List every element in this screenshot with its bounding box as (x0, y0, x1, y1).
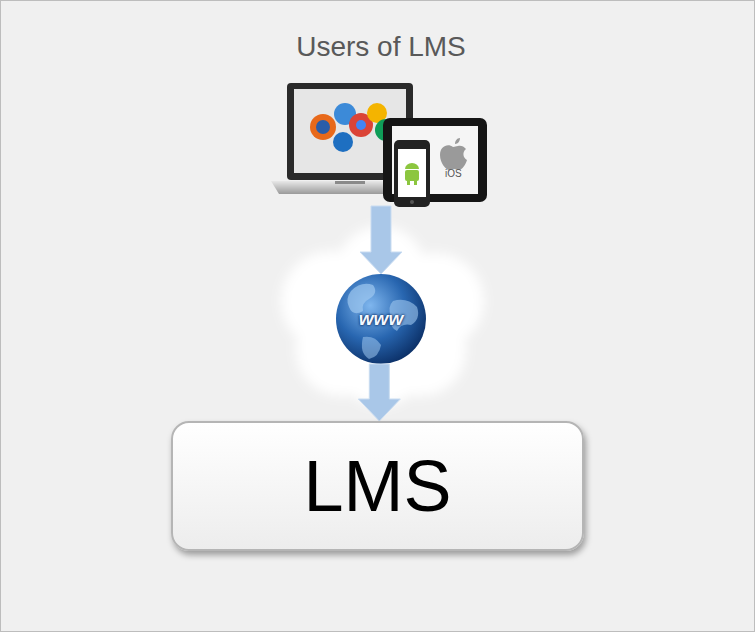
globe-node: www (336, 274, 426, 364)
flow-arrow (358, 364, 400, 421)
box-label: LMS (303, 445, 451, 527)
users-group: Users of LMS (258, 31, 504, 206)
process-box: LMS (171, 421, 584, 551)
flow-arrow (360, 206, 402, 274)
heading-text: Users of LMS (258, 31, 504, 63)
tablet-icon (383, 118, 487, 202)
os-label: iOS (445, 168, 462, 179)
phone-icon (394, 140, 430, 207)
globe-icon (336, 274, 426, 364)
globe-label: www (359, 308, 403, 330)
